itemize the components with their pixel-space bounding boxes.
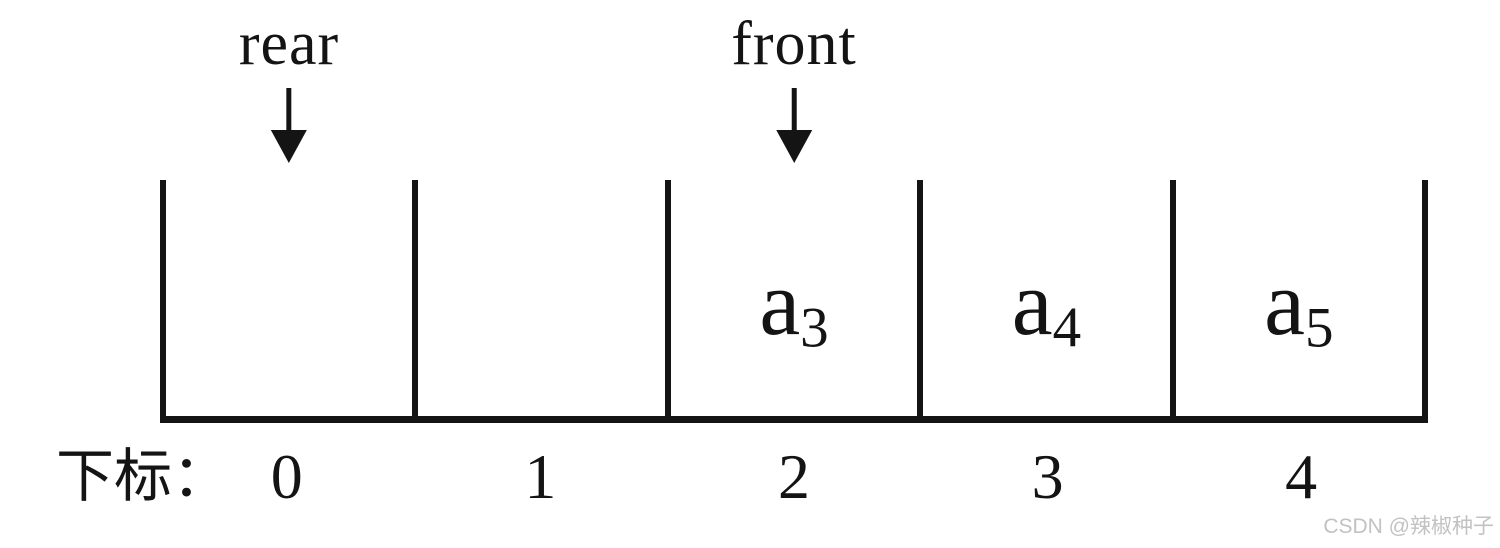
index-value-3: 3 [1031,441,1064,512]
array-cell-1 [412,180,664,416]
rear-pointer-label: rear [238,10,340,78]
array-cell-3: a4 [917,180,1169,416]
front-pointer-label: front [731,10,857,78]
watermark: CSDN @辣椒种子 [1323,515,1494,538]
cell-value: a4 [1011,252,1082,360]
index-value-2: 2 [777,441,810,512]
down-arrow-icon [776,87,812,163]
index-row-label: 下标： [56,444,231,509]
rear-pointer: rear [239,6,339,164]
index-row: 0 1 2 3 4 [160,440,1428,514]
array-cell-2: a3 [664,180,917,416]
index-value-1: 1 [524,441,557,512]
array-cells: a3 a4 a5 [160,180,1429,423]
array-cell-0 [160,180,412,416]
cell-value: a3 [759,252,829,360]
array-cell-4: a5 [1169,180,1429,416]
front-pointer: front [731,6,857,164]
down-arrow-icon [271,87,307,163]
index-value-0: 0 [270,441,303,512]
cell-value: a5 [1264,252,1334,360]
index-value-4: 4 [1285,441,1318,512]
